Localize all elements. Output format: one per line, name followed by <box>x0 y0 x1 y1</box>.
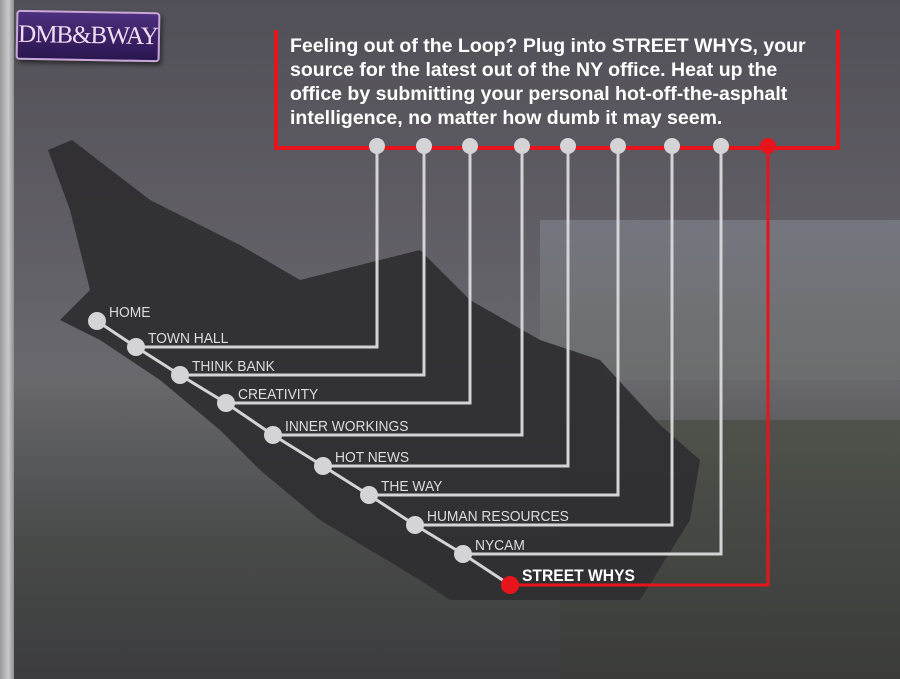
connector-line <box>273 146 524 437</box>
connector-line <box>369 146 620 497</box>
station-node-home[interactable] <box>88 312 106 330</box>
route-segment <box>368 493 416 527</box>
top-station-node[interactable] <box>610 138 626 154</box>
top-station-node[interactable] <box>514 138 530 154</box>
nav-link-street-whys[interactable]: STREET WHYS <box>522 566 635 585</box>
route-segment <box>225 401 274 437</box>
top-station-node[interactable] <box>664 138 680 154</box>
top-station-node[interactable] <box>760 138 776 154</box>
connector-line <box>415 146 674 527</box>
nav-link-creativity[interactable]: CREATIVITY <box>238 386 319 403</box>
station-node-think-bank[interactable] <box>171 366 189 384</box>
connector-line <box>323 146 570 468</box>
top-station-node[interactable] <box>560 138 576 154</box>
nav-link-home[interactable]: HOME <box>109 304 151 321</box>
station-node-nycam[interactable] <box>454 545 472 563</box>
top-station-node[interactable] <box>369 138 385 154</box>
route-segment <box>414 523 464 556</box>
intro-frame <box>274 30 840 150</box>
route-segment <box>272 433 324 468</box>
station-node-human-resources[interactable] <box>406 516 424 534</box>
route-segment <box>462 552 511 587</box>
map-shape <box>48 140 700 600</box>
connector-line <box>180 146 426 377</box>
nav-link-nycam[interactable]: NYCAM <box>475 537 525 554</box>
nav-link-hot-news[interactable]: HOT NEWS <box>335 449 410 466</box>
top-station-node[interactable] <box>713 138 729 154</box>
nav-link-inner-workings[interactable]: INNER WORKINGS <box>285 418 409 435</box>
top-station-node[interactable] <box>416 138 432 154</box>
nav-link-human-resources[interactable]: HUMAN RESOURCES <box>427 508 569 525</box>
nav-link-the-way[interactable]: THE WAY <box>381 478 443 495</box>
station-node-hot-news[interactable] <box>314 457 332 475</box>
connector-line <box>136 146 379 349</box>
station-node-creativity[interactable] <box>217 394 235 412</box>
nav-link-town-hall[interactable]: TOWN HALL <box>148 330 229 347</box>
connector-line <box>463 146 723 556</box>
route-segment <box>322 464 370 497</box>
station-node-town-hall[interactable] <box>127 338 145 356</box>
nav-link-think-bank[interactable]: THINK BANK <box>192 358 275 375</box>
connector-line <box>510 146 770 587</box>
station-node-the-way[interactable] <box>360 486 378 504</box>
connector-line <box>226 146 472 405</box>
left-edge-strip <box>0 0 14 679</box>
station-node-inner-workings[interactable] <box>264 426 282 444</box>
intro-text: Feeling out of the Loop? Plug into STREE… <box>290 35 806 129</box>
station-node-street-whys[interactable] <box>501 576 519 594</box>
top-station-node[interactable] <box>462 138 478 154</box>
